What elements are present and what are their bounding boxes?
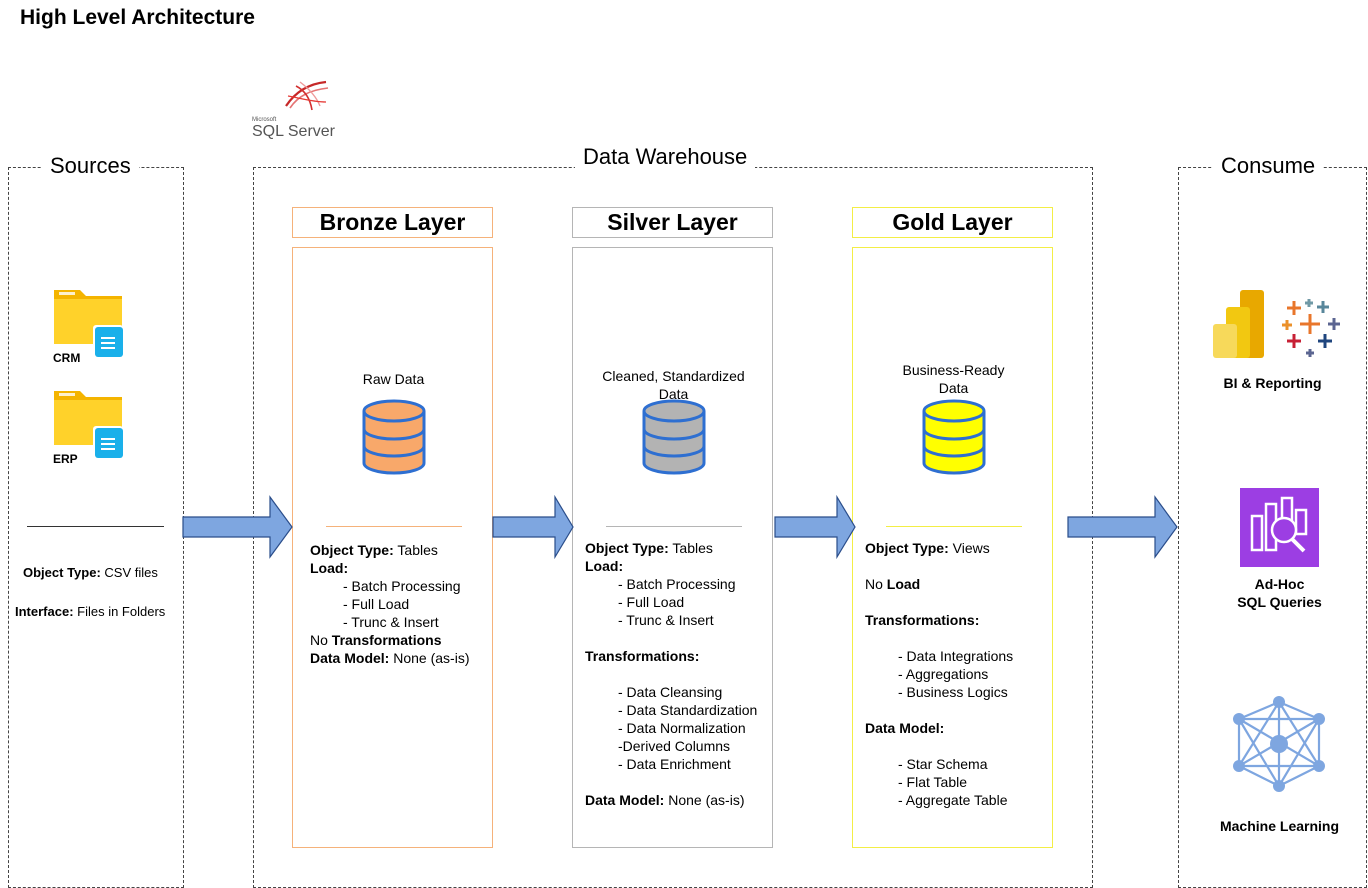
crm-source: CRM	[53, 287, 125, 367]
database-icon	[362, 399, 426, 475]
bronze-layer-title: Bronze Layer	[292, 207, 493, 238]
bi-reporting-label: BI & Reporting	[1223, 375, 1322, 391]
sql-server-swirl-icon	[285, 80, 329, 111]
gold-layer-title: Gold Layer	[852, 207, 1053, 238]
crm-label: CRM	[53, 351, 81, 365]
bronze-caption: Raw Data	[362, 371, 425, 387]
bronze-layer-body: Raw Data Object Type: Tables Load: - Bat…	[292, 247, 493, 848]
sql-server-logo-text: SQL Server	[252, 123, 335, 140]
sources-interface: Interface: Files in Folders	[15, 604, 166, 619]
database-icon	[642, 399, 706, 475]
consume-title: Consume	[1213, 153, 1324, 179]
tableau-icon	[1282, 299, 1340, 357]
flow-arrow-gold-consume	[1067, 495, 1178, 559]
gold-layer-body: Business-Ready Data Object Type: Views N…	[852, 247, 1053, 848]
folder-icon	[54, 391, 123, 458]
silver-layer-title: Silver Layer	[572, 207, 773, 238]
silver-layer-body: Cleaned, Standardized Data Object Type: …	[572, 247, 773, 848]
sql-server-logo: Microsoft SQL Server	[250, 76, 340, 146]
gold-divider	[886, 526, 1022, 527]
flow-arrow-sources-bronze	[182, 495, 293, 559]
warehouse-title: Data Warehouse	[575, 144, 756, 170]
sources-object-type: Object Type: CSV files	[23, 565, 158, 580]
flow-arrow-silver-gold	[774, 495, 856, 559]
neural-network-icon	[1233, 696, 1325, 792]
sql-server-logo-small-text: Microsoft	[252, 117, 277, 123]
search-analytics-icon	[1250, 496, 1308, 553]
machine-learning-label: Machine Learning	[1219, 818, 1340, 834]
silver-divider	[606, 526, 742, 527]
bronze-divider	[326, 526, 462, 527]
database-icon	[922, 399, 986, 475]
bronze-details: Object Type: Tables Load: - Batch Proces…	[310, 542, 470, 666]
adhoc-query-tile	[1240, 488, 1319, 567]
sources-group	[8, 167, 184, 888]
flow-arrow-bronze-silver	[492, 495, 574, 559]
erp-label: ERP	[53, 452, 78, 466]
power-bi-icon	[1213, 290, 1264, 358]
sources-divider	[27, 526, 164, 527]
folder-icon	[54, 290, 123, 357]
erp-source: ERP	[53, 388, 125, 468]
silver-details: Object Type: Tables Load: - Batch Proces…	[585, 540, 758, 808]
page-title: High Level Architecture	[20, 6, 255, 29]
sources-title: Sources	[42, 153, 139, 179]
adhoc-label: Ad-Hoc SQL Queries	[1237, 576, 1322, 610]
gold-caption: Business-Ready Data	[902, 362, 1005, 396]
gold-details: Object Type: Views No Load Transformatio…	[865, 540, 1014, 808]
silver-caption: Cleaned, Standardized Data	[602, 368, 745, 402]
